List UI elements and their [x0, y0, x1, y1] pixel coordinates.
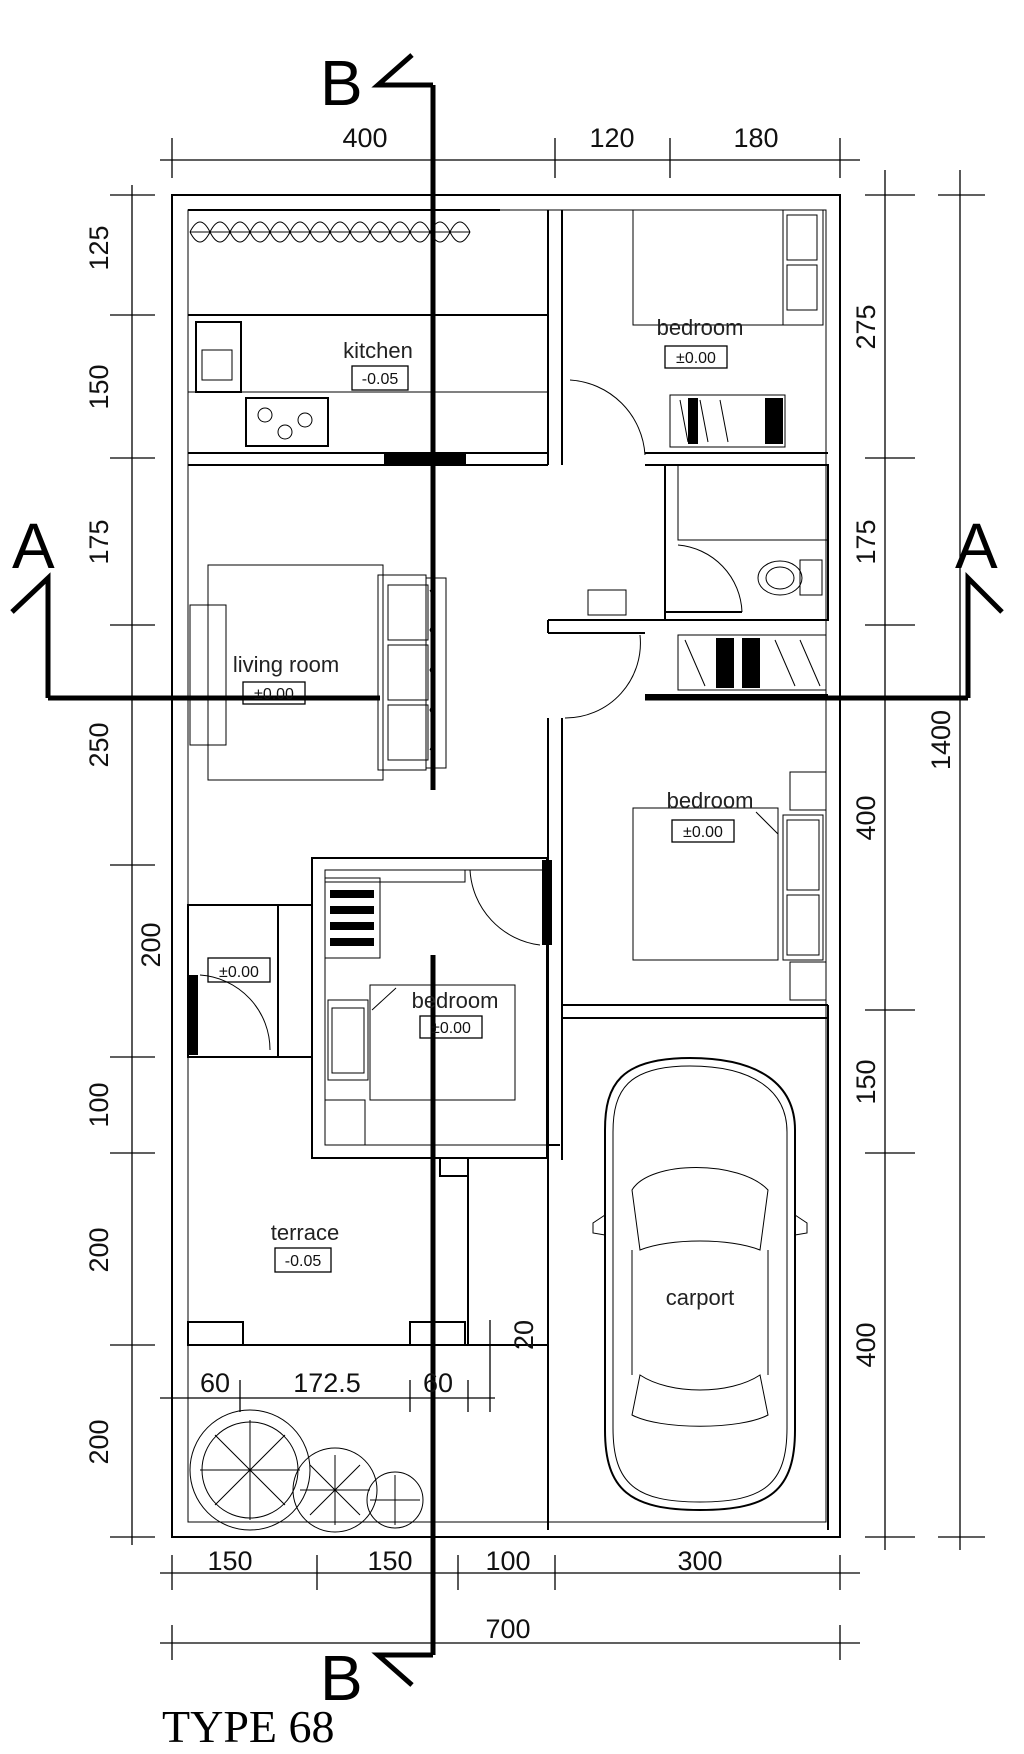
dim-terrace-60b: 60 [423, 1368, 453, 1398]
door-swings [199, 379, 743, 1051]
living-room-level: ±0.00 [254, 686, 294, 703]
dim-terrace-60a: 60 [200, 1368, 230, 1398]
dim-left-200a: 200 [136, 922, 166, 967]
section-marker-b-top: B [320, 47, 363, 119]
kitchen-level: -0.05 [362, 371, 399, 388]
bedroom-1-label: bedroom [657, 315, 744, 340]
level-boxes [207, 345, 735, 1273]
terrace-label: terrace [271, 1220, 339, 1245]
bedroom-3-label: bedroom [412, 988, 499, 1013]
landscape-trees [189, 1409, 424, 1533]
section-line-a [10, 571, 1004, 701]
dim-right-150: 150 [851, 1059, 881, 1104]
dim-right-400a: 400 [851, 795, 881, 840]
dim-step-20: 20 [509, 1320, 539, 1350]
dim-top-180: 180 [733, 123, 778, 153]
section-marker-b-bottom: B [320, 1642, 363, 1714]
dim-left-125: 125 [84, 225, 114, 270]
section-markers: B B A A [12, 47, 998, 1714]
living-room-label: living room [233, 652, 339, 677]
car-icon [592, 1056, 808, 1512]
dim-right-275: 275 [851, 304, 881, 349]
bedroom-3-level: ±0.00 [431, 1020, 471, 1037]
walls [171, 194, 841, 1538]
dimension-lines [110, 138, 985, 1660]
dim-top-120: 120 [589, 123, 634, 153]
dim-terrace-172: 172.5 [293, 1368, 361, 1398]
bedroom-1-level: ±0.00 [676, 350, 716, 367]
bedroom-2-label: bedroom [667, 788, 754, 813]
bathroom-fixtures [587, 559, 823, 616]
dim-bottom-100: 100 [485, 1546, 530, 1576]
terrace-level: -0.05 [285, 1253, 322, 1270]
dim-right-175: 175 [851, 519, 881, 564]
dim-bottom-total: 700 [485, 1614, 530, 1644]
dim-left-200c: 200 [84, 1419, 114, 1464]
dim-left-200b: 200 [84, 1227, 114, 1272]
stairs [677, 634, 827, 691]
plan-title: TYPE 68 [162, 1701, 335, 1752]
section-marker-a-left: A [12, 510, 55, 582]
dim-bottom-300: 300 [677, 1546, 722, 1576]
entry-level: ±0.00 [219, 964, 259, 981]
dim-left-150: 150 [84, 364, 114, 409]
dim-top-400: 400 [342, 123, 387, 153]
dim-left-175: 175 [84, 519, 114, 564]
dim-right-total: 1400 [926, 710, 956, 770]
kitchen-fixtures [188, 321, 548, 447]
bedroom-3-furniture [324, 877, 516, 1146]
carport-label: carport [666, 1285, 734, 1310]
bedroom-2-furniture [632, 771, 827, 1001]
dim-left-250: 250 [84, 722, 114, 767]
dimension-labels: 400 120 180 150 150 100 300 700 125 150 … [84, 123, 956, 1644]
room-labels: kitchen -0.05 bedroom ±0.00 living room … [219, 315, 753, 1310]
section-marker-a-right: A [955, 510, 998, 582]
dim-bottom-150a: 150 [207, 1546, 252, 1576]
section-line-b [371, 53, 436, 1687]
dim-left-100: 100 [84, 1082, 114, 1127]
bedroom-2-level: ±0.00 [683, 824, 723, 841]
kitchen-label: kitchen [343, 338, 413, 363]
dim-bottom-150b: 150 [367, 1546, 412, 1576]
garden-hedge [189, 221, 471, 243]
bedroom-1-furniture [632, 209, 824, 448]
dim-right-400b: 400 [851, 1322, 881, 1367]
